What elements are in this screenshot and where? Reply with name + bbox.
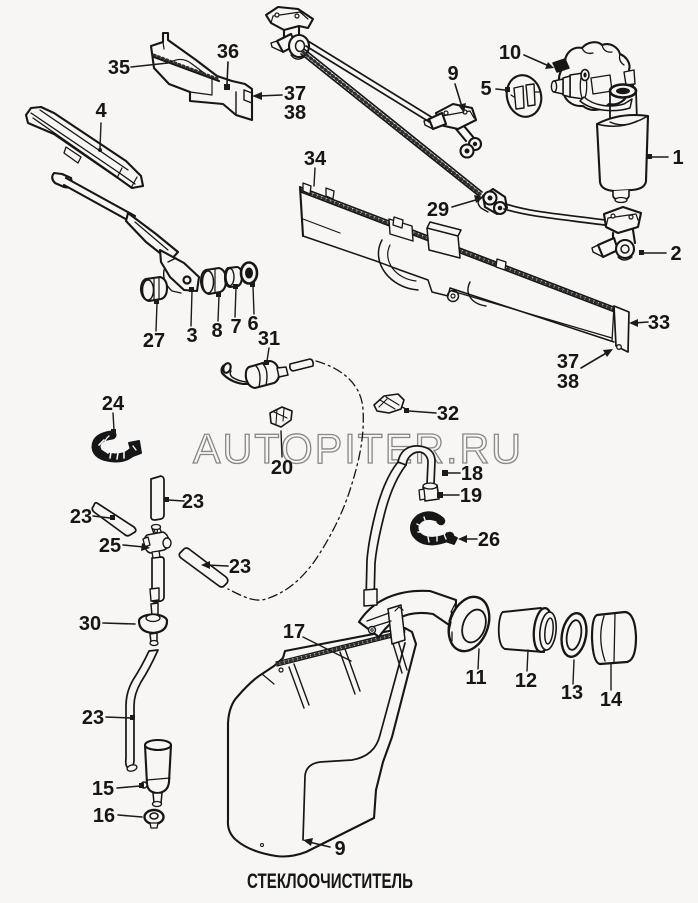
svg-text:7: 7 [230,316,241,338]
svg-text:20: 20 [271,457,293,479]
svg-text:26: 26 [478,529,500,551]
svg-text:25: 25 [99,535,121,557]
svg-text:35: 35 [108,57,130,79]
svg-text:37: 37 [557,351,579,373]
svg-text:34: 34 [304,148,327,170]
svg-text:2: 2 [670,243,681,265]
svg-text:23: 23 [82,707,104,729]
svg-text:9: 9 [447,63,458,85]
svg-text:13: 13 [561,682,583,704]
svg-text:4: 4 [95,100,107,122]
svg-text:18: 18 [461,463,483,485]
svg-text:27: 27 [143,330,165,352]
svg-text:6: 6 [247,313,258,335]
svg-text:9: 9 [334,838,345,860]
svg-text:15: 15 [92,778,114,800]
svg-text:12: 12 [515,670,537,692]
svg-text:23: 23 [229,556,251,578]
svg-text:23: 23 [182,491,204,513]
svg-text:24: 24 [102,393,125,415]
svg-text:14: 14 [600,689,623,711]
svg-text:СТЕКЛООЧИСТИТЕЛЬ: СТЕКЛООЧИСТИТЕЛЬ [247,870,413,893]
svg-text:31: 31 [258,328,280,350]
svg-text:32: 32 [437,403,459,425]
svg-text:16: 16 [93,805,115,827]
svg-text:3: 3 [186,325,197,347]
svg-text:29: 29 [427,199,449,221]
svg-text:17: 17 [283,621,305,643]
svg-text:33: 33 [648,312,670,334]
svg-text:38: 38 [557,371,579,393]
svg-text:30: 30 [79,613,101,635]
svg-text:38: 38 [284,102,306,124]
svg-text:36: 36 [217,41,239,63]
svg-text:10: 10 [499,42,521,64]
svg-text:1: 1 [672,147,683,169]
svg-text:5: 5 [480,78,491,100]
svg-text:11: 11 [465,667,486,689]
svg-text:23: 23 [70,506,92,528]
svg-text:8: 8 [211,320,222,342]
svg-text:37: 37 [284,83,306,105]
svg-text:19: 19 [460,485,482,507]
